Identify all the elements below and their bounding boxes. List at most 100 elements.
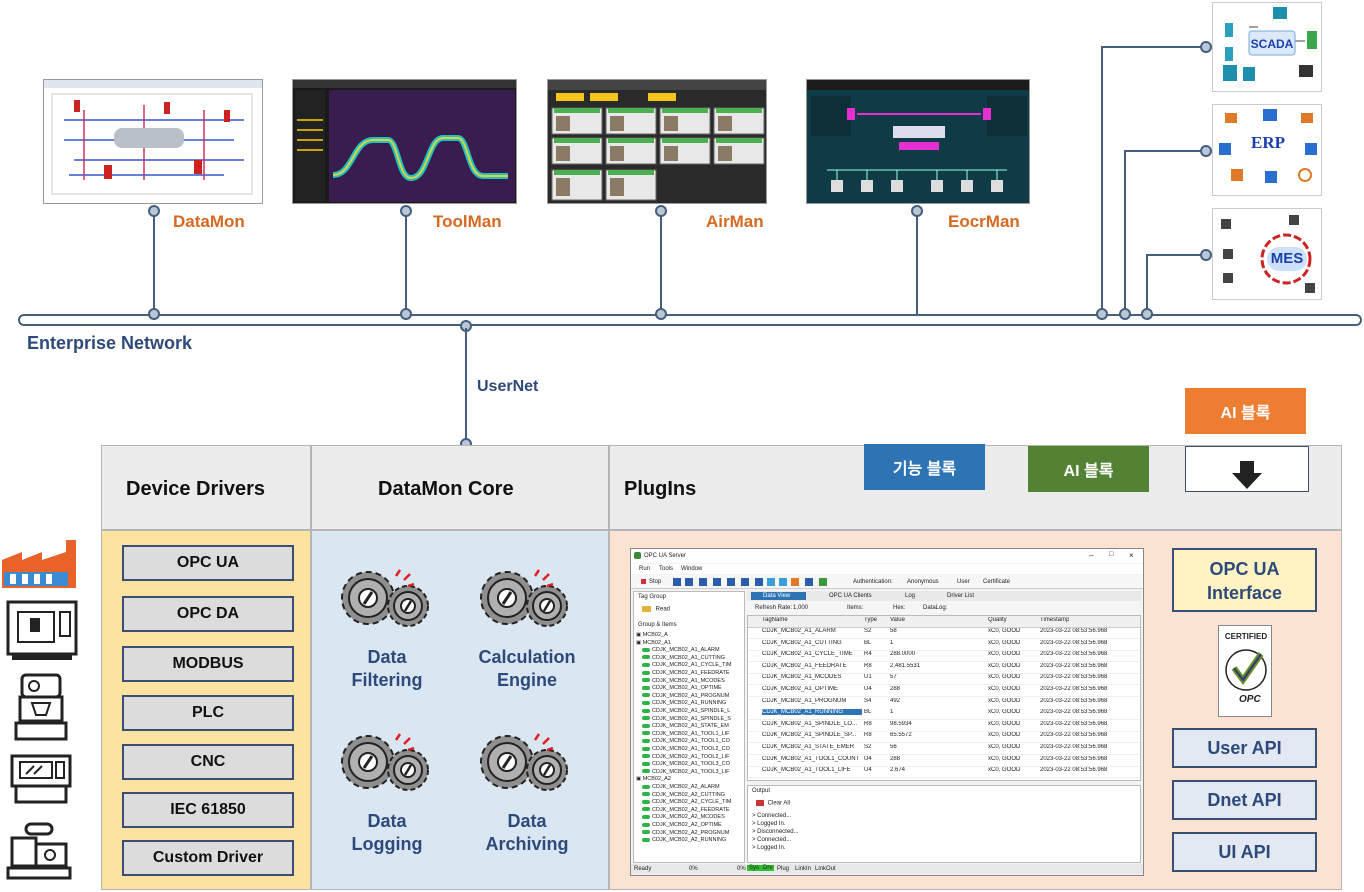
window-close-icon[interactable]: × [1129,551,1134,560]
refresh-value[interactable]: 1,000 [793,605,809,611]
list-item[interactable]: CDJK_MCB02_A1_CYCLE_TIM [642,662,731,669]
list-item[interactable]: CDJK_MCB02_A1_MCODES [642,678,725,685]
status-bar: Ready 0% 0% Sys Drv Plug LinkIn LinkOut [631,864,1143,874]
tree-group[interactable]: ▣ MCB02_A1 [636,639,671,646]
user-option[interactable]: User [957,579,970,585]
certificate-option[interactable]: Certificate [983,579,1011,585]
list-item[interactable]: CDJK_MCB02_A1_CUTTING [642,655,725,662]
driver-modbus[interactable]: MODBUS [122,646,294,682]
driver-opc-ua[interactable]: OPC UA [122,545,294,581]
driver-iec-61850[interactable]: IEC 61850 [122,792,294,828]
list-item[interactable]: CDJK_MCB02_A1_SPINDLE_S [642,716,731,723]
col-tagname[interactable]: TagName [762,617,788,623]
window-minimize-icon[interactable]: – [1089,551,1094,560]
window-maximize-icon[interactable]: □ [1109,551,1114,558]
opcua-interface-box[interactable]: OPC UA Interface [1172,548,1317,612]
gear-icon-filtering [340,568,430,628]
list-item[interactable]: CDJK_MCB02_A1_TOOL3_CO [642,761,730,768]
list-item[interactable]: CDJK_MCB02_A1_STATE_EM [642,723,729,730]
list-item[interactable]: CDJK_MCB02_A1_SPINDLE_L [642,708,730,715]
list-item[interactable]: CDJK_MCB02_A1_ALARM [642,647,720,654]
table-cell: BL [864,639,872,646]
list-item[interactable]: CDJK_MCB02_A1_PROGNUM [642,693,729,700]
enterprise-network-label: Enterprise Network [27,333,193,353]
menu-run[interactable]: Run [639,566,651,572]
list-item[interactable]: CDJK_MCB02_A2_FEEDRATE [642,807,730,814]
tab-log[interactable]: Log [905,593,916,599]
tree-group[interactable]: ▣ MCB02_A [636,632,668,638]
table-cell: 288 [890,686,901,692]
list-item[interactable]: CDJK_MCB02_A2_CUTTING [642,792,725,799]
stop-label[interactable]: Stop [649,579,662,585]
ai-block-orange-button[interactable]: AI 블록 [1185,388,1306,434]
list-item[interactable]: CDJK_MCB02_A1_TOOL3_LIF [642,769,730,776]
toolbar-icons[interactable] [673,577,848,587]
scada-bus-node [1096,308,1108,320]
data-filtering-text: Data Filtering [351,647,423,690]
clear-all-button[interactable]: Clear All [756,800,790,807]
list-item[interactable]: CDJK_MCB02_A2_ALARM [642,784,720,791]
col-timestamp[interactable]: Timestamp [1040,617,1070,623]
driver-cnc[interactable]: CNC [122,744,294,780]
col-quality[interactable]: Quality [988,617,1007,623]
list-item[interactable]: CDJK_MCB02_A1_OPTIME [642,685,722,692]
erp-connector-h [1124,150,1206,152]
menu-window[interactable]: Window [681,566,703,572]
stop-icon[interactable] [641,579,646,584]
tab-data-view[interactable]: Data View [751,592,807,600]
calculation-engine-text: Calculation Engine [478,647,576,690]
col-type[interactable]: Type [864,617,878,623]
list-item[interactable]: CDJK_MCB02_A1_TOOL1_LIF [642,731,730,738]
list-item[interactable]: CDJK_MCB02_A1_FEEDRATE [642,670,730,677]
anonymous-option[interactable]: Anonymous [907,579,939,585]
table-cell: xC0, GOOD [988,651,1021,658]
table-cell: S4 [864,697,872,704]
airman-screenshot [547,79,767,204]
driver-plc[interactable]: PLC [122,695,294,731]
plugins-title: PlugIns [624,478,697,500]
scada-connector-v [1101,46,1103,314]
list-item[interactable]: CDJK_MCB02_A2_OPTIME [642,822,722,829]
function-block-button[interactable]: 기능 블록 [864,444,985,490]
dnet-api-button[interactable]: Dnet API [1172,780,1317,820]
col-value[interactable]: Value [890,617,905,623]
tab-driver-list[interactable]: Driver List [947,593,975,599]
list-item[interactable]: CDJK_MCB02_A1_TOOL2_LIF [642,754,730,761]
list-item[interactable]: CDJK_MCB02_A1_TOOL1_CO [642,738,730,745]
mes-bus-node [1141,308,1153,320]
tab-opcua-clients[interactable]: OPC UA Clients [829,593,872,599]
list-item[interactable]: CDJK_MCB02_A2_RUNNING [642,837,726,844]
list-item[interactable]: CDJK_MCB02_A2_MCODES [642,814,725,821]
ai-block-green-button[interactable]: AI 블록 [1028,446,1149,492]
user-api-button[interactable]: User API [1172,728,1317,768]
list-item[interactable]: CDJK_MCB02_A2_PROGNUM [642,830,729,837]
driver-opc-da[interactable]: OPC DA [122,596,294,632]
menu-tools[interactable]: Tools [659,566,674,572]
driver-custom[interactable]: Custom Driver [122,840,294,876]
list-item[interactable]: CDJK_MCB02_A1_RUNNING [642,700,726,707]
tree-group[interactable]: ▣ MCB02_A2 [636,776,671,783]
table-cell: 2023-03-22 08:53:56.968 [1040,767,1108,774]
table-cell: 2023-03-22 08:53:56.968 [1040,628,1108,634]
table-cell: 2,674 [890,767,906,774]
read-button[interactable]: Read [642,606,670,613]
table-cell: 2023-03-22 08:53:56.968 [1040,686,1108,692]
datamon-top-node [148,205,160,217]
datamon-screenshot [43,79,263,204]
list-item[interactable]: CDJK_MCB02_A1_TOOL2_CO [642,746,730,753]
list-item[interactable]: CDJK_MCB02_A2_CYCLE_TIM [642,799,731,806]
ui-api-button[interactable]: UI API [1172,832,1317,872]
